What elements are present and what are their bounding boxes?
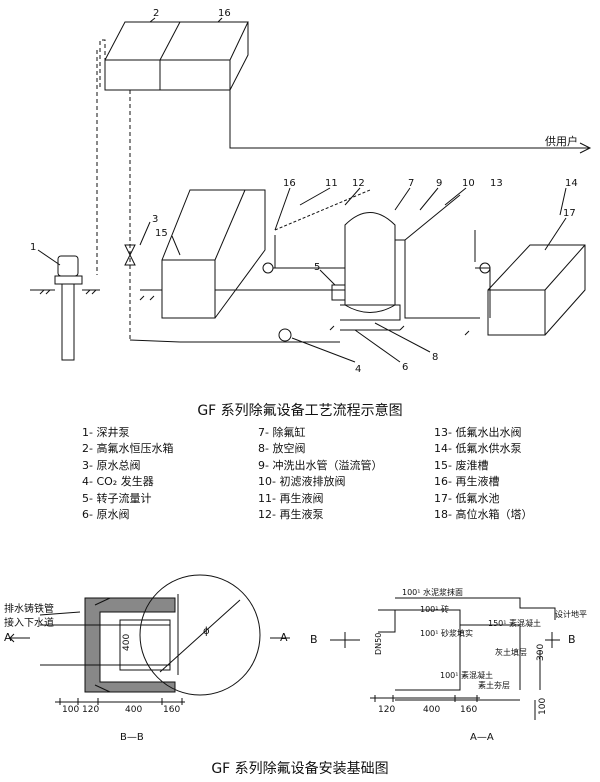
main-valve-3	[124, 244, 136, 266]
legend-item: 6- 原水阀	[82, 507, 130, 521]
aa-note-8: 素土夯层	[478, 680, 510, 690]
bb-dim-160: 160	[163, 705, 180, 715]
callout-3: 3	[152, 214, 158, 225]
legend-item: 12- 再生液泵	[258, 507, 324, 521]
legend-col-3: 13- 低氟水出水阀 14- 低氟水供水泵 15- 废淮槽 16- 再生液槽 1…	[434, 425, 532, 523]
bb-section-drawing	[9, 574, 290, 705]
regen-pump-12	[262, 262, 274, 274]
aa-dim-400: 400	[423, 705, 440, 715]
bb-dim-400: 400	[125, 705, 142, 715]
legend-item: 15- 废淮槽	[434, 458, 489, 472]
legend-item: 10- 初滤液排放阀	[258, 475, 346, 489]
bb-dim-400-vert: 400	[122, 634, 132, 651]
aa-section-drawing	[330, 597, 560, 720]
callout-17: 17	[563, 208, 576, 219]
bb-label-a-left: A	[4, 631, 12, 644]
callout-1: 1	[30, 242, 36, 253]
callout-16-top: 16	[218, 8, 231, 19]
callout-6: 6	[402, 362, 408, 373]
aa-note-1: 100¹ 水泥浆抹面	[402, 587, 463, 597]
legend-item: 1- 深井泵	[82, 426, 130, 439]
callout-4: 4	[355, 364, 361, 375]
legend-item: 5- 转子流量计	[82, 491, 152, 505]
aa-dim-100: 100	[538, 698, 548, 715]
aa-note-7: 100¹ 素混凝土	[440, 670, 493, 680]
legend-col-2: 7- 除氟缸 8- 放空阀 9- 冲洗出水管（溢流管） 10- 初滤液排放阀 1…	[258, 425, 382, 523]
legend-item: 9- 冲洗出水管（溢流管）	[258, 458, 383, 472]
callout-10: 10	[462, 178, 475, 189]
legend-item: 2- 高氟水恒压水箱	[82, 442, 174, 456]
aa-dim-120: 120	[378, 705, 395, 715]
legend-item: 13- 低氟水出水阀	[434, 426, 522, 439]
callout-9: 9	[436, 178, 442, 189]
process-title: GF 系列除氟设备工艺流程示意图	[197, 403, 403, 419]
aa-note-4: 150¹ 素混凝土	[488, 618, 541, 628]
aa-dim-300: 300	[536, 644, 546, 661]
aa-note-6: 灰土填层	[495, 647, 527, 657]
callout-12: 12	[352, 178, 365, 189]
aa-label-b-left: B	[310, 633, 318, 646]
user-supply-label: 供用户	[545, 134, 578, 148]
supply-pipe	[229, 90, 590, 149]
bb-phi: ϕ	[203, 626, 210, 637]
deep-well-pump-1	[30, 255, 100, 361]
bb-section-label: B—B	[120, 732, 144, 743]
waste-tank-15	[161, 189, 266, 319]
aa-note-5: 设计地平	[555, 609, 587, 619]
install-title: GF 系列除氟设备安装基础图	[211, 761, 389, 777]
aa-label-b-right: B	[568, 633, 576, 646]
callout-15: 15	[155, 228, 168, 239]
callout-8: 8	[432, 352, 438, 363]
aa-section-label: A—A	[470, 732, 494, 743]
callout-11: 11	[325, 178, 338, 189]
legend-item: 4- CO₂ 发生器	[82, 475, 154, 489]
supply-pump-14	[479, 262, 491, 274]
bb-label-a-right: A	[280, 631, 288, 644]
callout-5: 5	[314, 262, 320, 273]
callout-16: 16	[283, 178, 296, 189]
legend-item: 16- 再生液槽	[434, 475, 500, 489]
aa-note-2: 100¹ 砖	[420, 604, 449, 614]
aa-note-3: 100¹ 砂浆填实	[420, 628, 473, 638]
aa-dim-160: 160	[460, 705, 477, 715]
defluorination-vessel-7	[340, 212, 401, 331]
legend-item: 17- 低氟水池	[434, 491, 500, 505]
callout-7: 7	[408, 178, 414, 189]
aa-dn50: DN50	[374, 633, 383, 655]
legend-item: 3- 原水总阀	[82, 458, 141, 472]
pipe-label-2: 接入下水道	[4, 616, 54, 629]
co2-generator-4	[278, 328, 292, 342]
dashed-pipe	[99, 39, 106, 90]
bb-dim-120: 120	[82, 705, 99, 715]
high-pressure-tank-2	[104, 21, 249, 91]
legend-item: 18- 高位水箱（塔）	[434, 507, 533, 521]
legend-item: 11- 再生液阀	[258, 491, 324, 505]
callout-2: 2	[153, 8, 159, 19]
low-fluoride-pool-17	[487, 244, 586, 336]
legend-col-1: 1- 深井泵 2- 高氟水恒压水箱 3- 原水总阀 4- CO₂ 发生器 5- …	[82, 425, 173, 523]
callout-14: 14	[565, 178, 578, 189]
bb-dim-100: 100	[62, 705, 79, 715]
legend-item: 7- 除氟缸	[258, 426, 306, 439]
pipe-label-1: 排水铸铁管	[4, 602, 54, 615]
callout-13: 13	[490, 178, 503, 189]
legend-item: 14- 低氟水供水泵	[434, 442, 522, 456]
legend-item: 8- 放空阀	[258, 442, 306, 456]
